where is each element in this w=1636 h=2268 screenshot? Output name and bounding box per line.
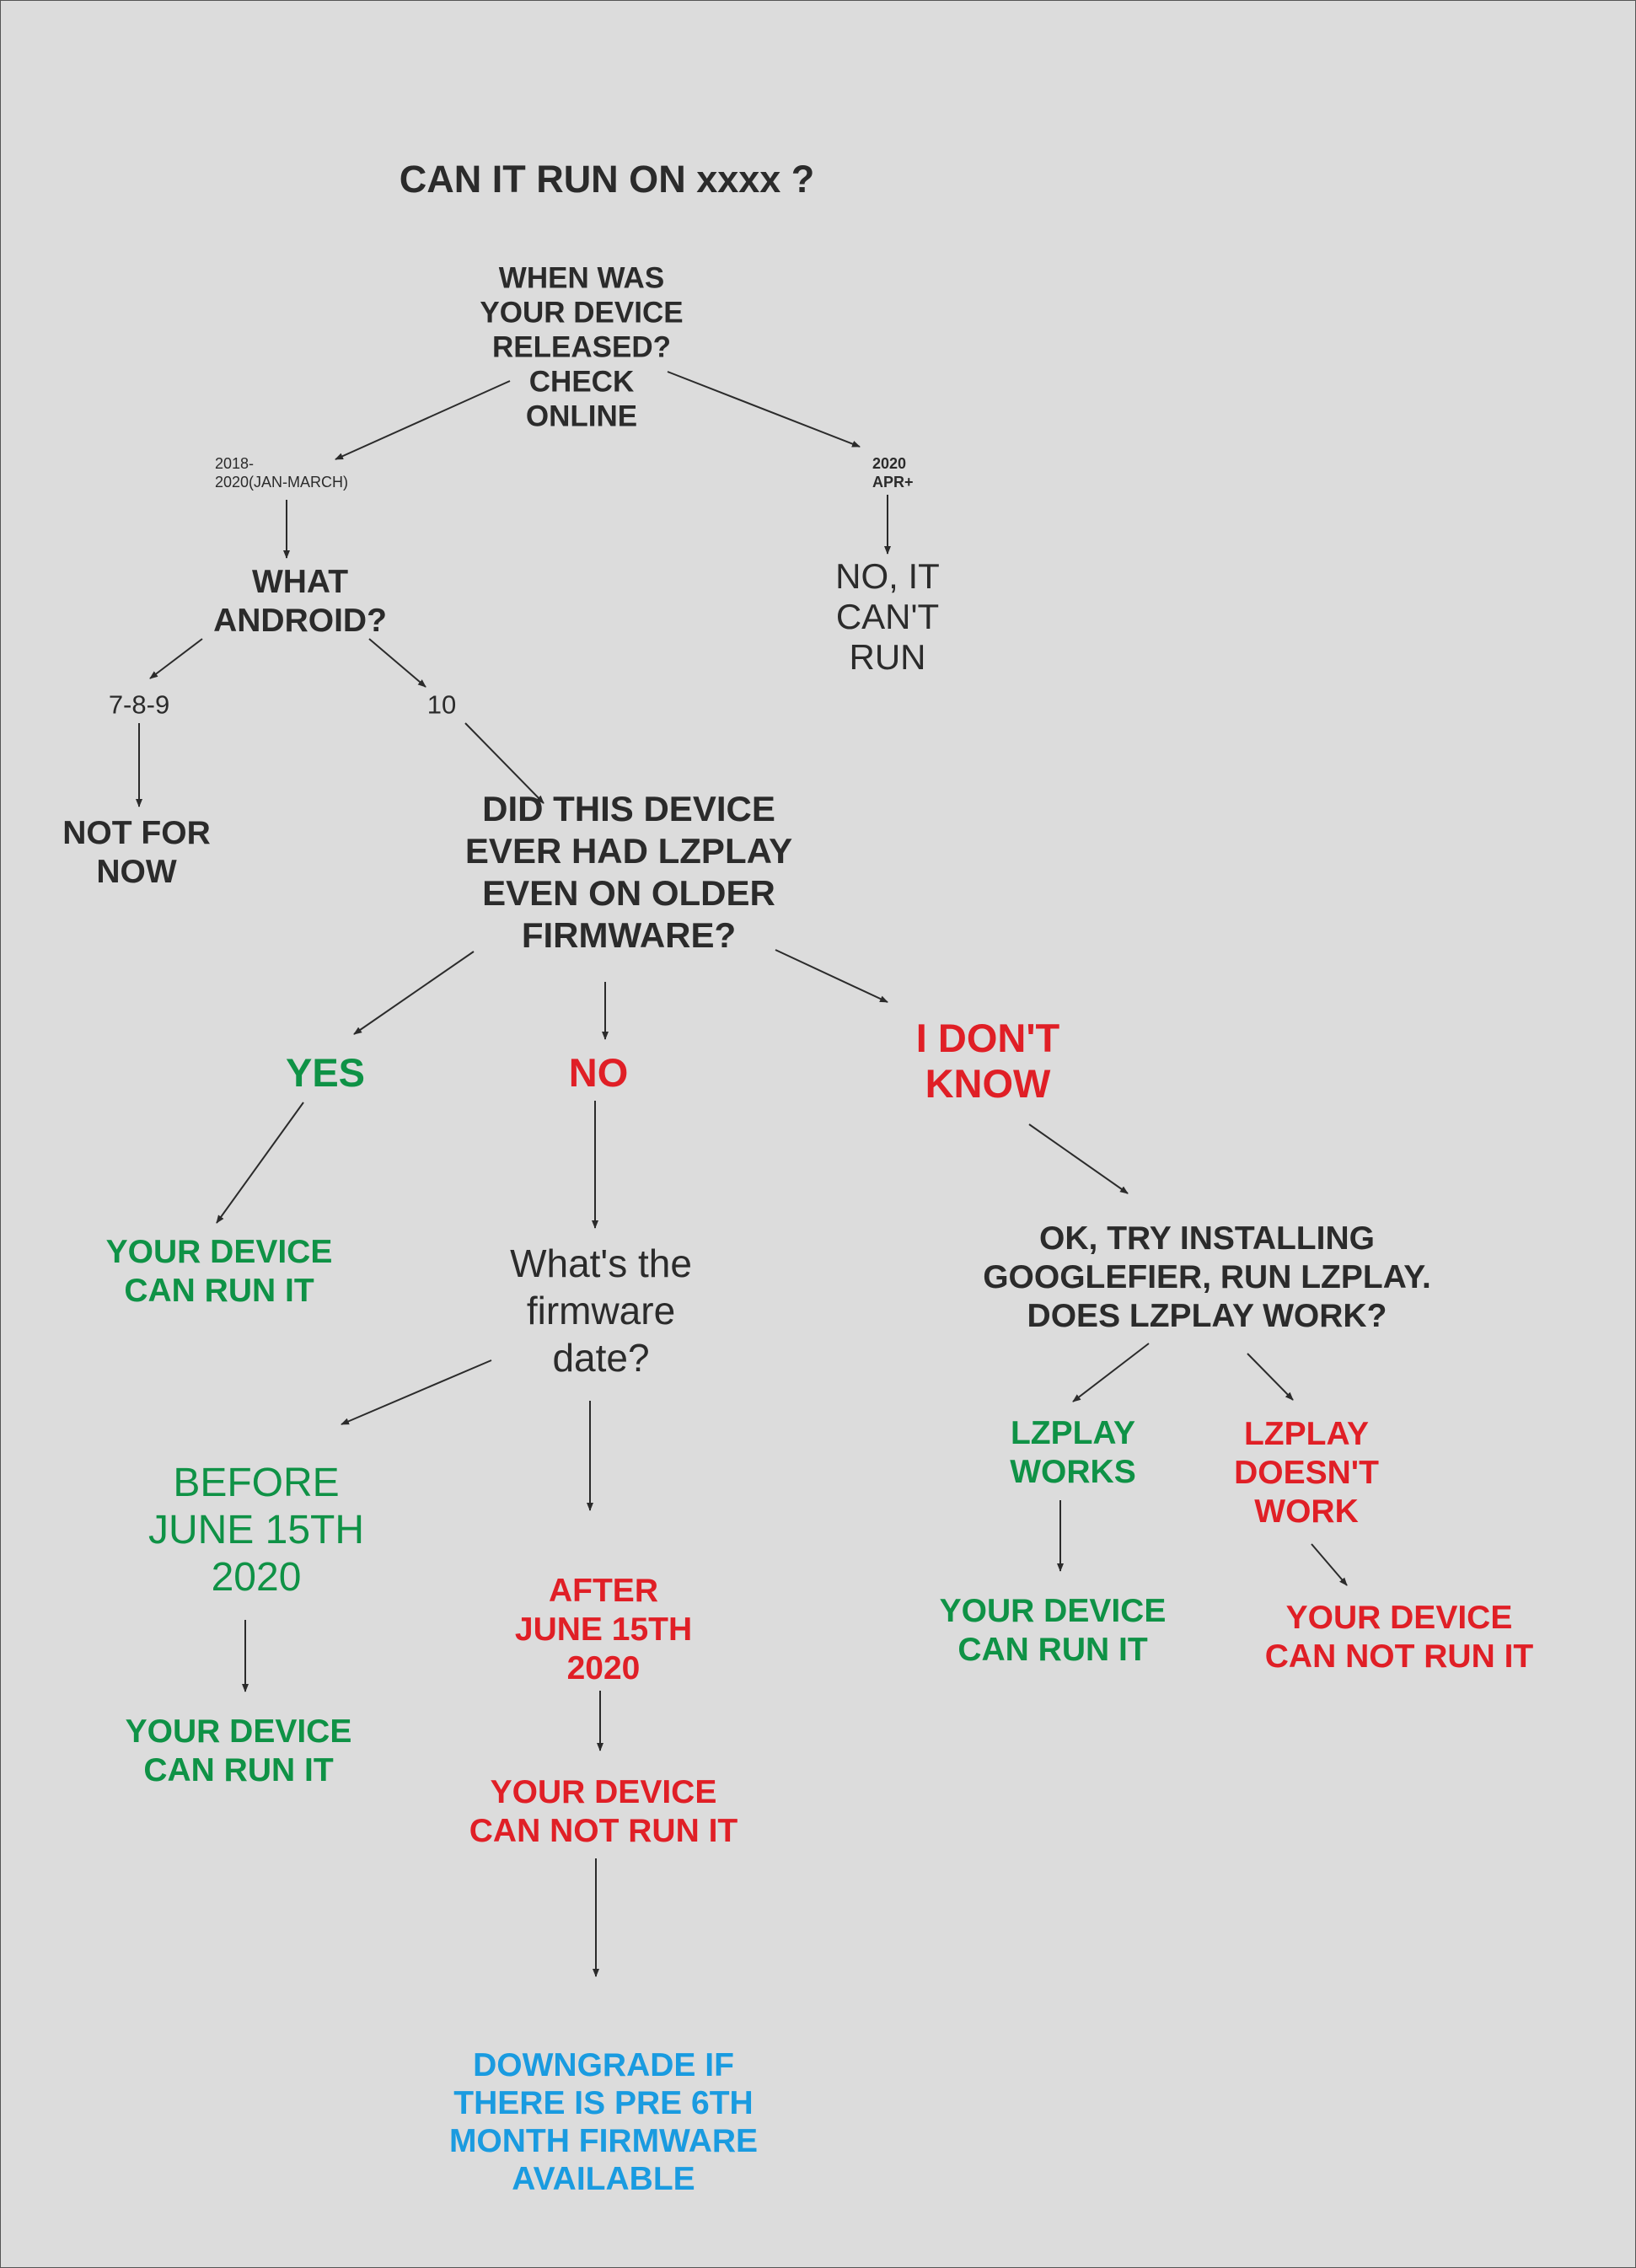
lzplay-works-node: LZPLAY WORKS	[1010, 1415, 1136, 1490]
arrow-question-to-yes	[353, 951, 475, 1035]
arrow-firmware-to-before	[341, 1359, 492, 1425]
downgrade-node: DOWNGRADE IF THERE IS PRE 6TH MONTH FIRM…	[448, 2047, 759, 2197]
arrow-googlefier-to-works	[1072, 1343, 1150, 1402]
arrow-yes-to-result	[216, 1102, 304, 1224]
release-late-node: 2020 APR+	[872, 455, 914, 491]
works-result-node: YOUR DEVICE CAN RUN IT	[939, 1593, 1167, 1668]
before-result-node: YOUR DEVICE CAN RUN IT	[125, 1713, 352, 1788]
arrow-googlefier-to-not-work	[1247, 1353, 1294, 1401]
android-question-node: WHAT ANDROID?	[213, 564, 387, 639]
googlefier-node: OK, TRY INSTALLING GOOGLEFIER, RUN LZPLA…	[983, 1220, 1431, 1334]
arrow-10-to-lzplay-question	[464, 722, 544, 804]
arrow-release-to-late	[667, 371, 861, 448]
answer-yes-node: YES	[285, 1049, 366, 1095]
after-result-node: YOUR DEVICE CAN NOT RUN IT	[469, 1774, 738, 1849]
firmware-question-node: What's the firmware date?	[510, 1241, 692, 1380]
android-10-node: 10	[426, 689, 457, 720]
diagram-title: CAN IT RUN ON xxxx ?	[399, 158, 815, 201]
answer-dont-know-node: I DON'T KNOW	[915, 1016, 1060, 1106]
arrow-question-to-dont-know	[775, 949, 888, 1003]
lzplay-not-work-node: LZPLAY DOESN'T WORK	[1234, 1416, 1379, 1530]
before-date-node: BEFORE JUNE 15TH 2020	[148, 1461, 365, 1600]
lzplay-question-node: DID THIS DEVICE EVER HAD LZPLAY EVEN ON …	[464, 789, 793, 955]
release-question-node: WHEN WAS YOUR DEVICE RELEASED? CHECK ONL…	[480, 261, 684, 433]
answer-no-node: NO	[568, 1049, 629, 1095]
cant-run-node: NO, IT CAN'T RUN	[835, 556, 940, 677]
not-for-now-node: NOT FOR NOW	[62, 815, 211, 890]
arrow-android-to-10	[368, 638, 426, 688]
arrow-not-work-to-result	[1311, 1543, 1348, 1586]
arrow-release-to-early	[335, 380, 511, 460]
not-work-result-node: YOUR DEVICE CAN NOT RUN IT	[1264, 1600, 1534, 1675]
yes-result-node: YOUR DEVICE CAN RUN IT	[105, 1234, 333, 1309]
after-date-node: AFTER JUNE 15TH 2020	[514, 1573, 693, 1686]
android-old-node: 7-8-9	[108, 689, 170, 720]
arrow-android-to-old	[149, 638, 203, 679]
release-early-node: 2018- 2020(JAN-MARCH)	[215, 455, 349, 491]
arrow-dont-know-to-googlefier	[1028, 1123, 1129, 1194]
